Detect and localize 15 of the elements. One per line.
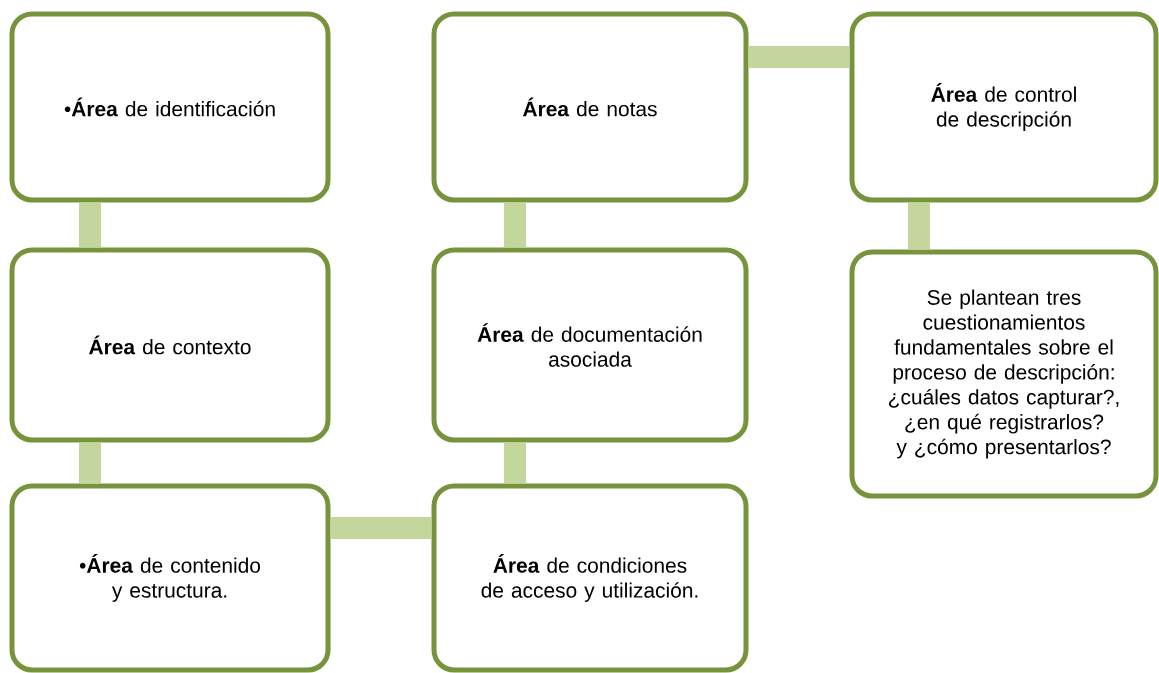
connector <box>908 202 930 250</box>
connector <box>79 442 101 484</box>
text-box: Área de documentación asociada <box>431 247 749 443</box>
connector <box>504 202 526 248</box>
text-box: Área de condiciones de acceso y utilización. <box>431 483 749 673</box>
connector <box>330 517 432 539</box>
connector <box>748 46 850 68</box>
connector <box>504 442 526 484</box>
connector <box>79 202 101 248</box>
text-box: Área de notas <box>431 11 749 203</box>
text-box: Área de control de descripción <box>849 11 1159 203</box>
text-box: Área de contexto <box>9 247 331 443</box>
text-box: •Área de identificación <box>9 11 331 203</box>
text-box: •Área de contenido y estructura. <box>9 483 331 673</box>
text-box: Se plantean tres cuestionamientos fundamentales sobre el proceso de descripción: ¿cuáles datos capturar?, ¿en qué registrarlos? y ¿cómo presentarlos? <box>849 249 1159 499</box>
